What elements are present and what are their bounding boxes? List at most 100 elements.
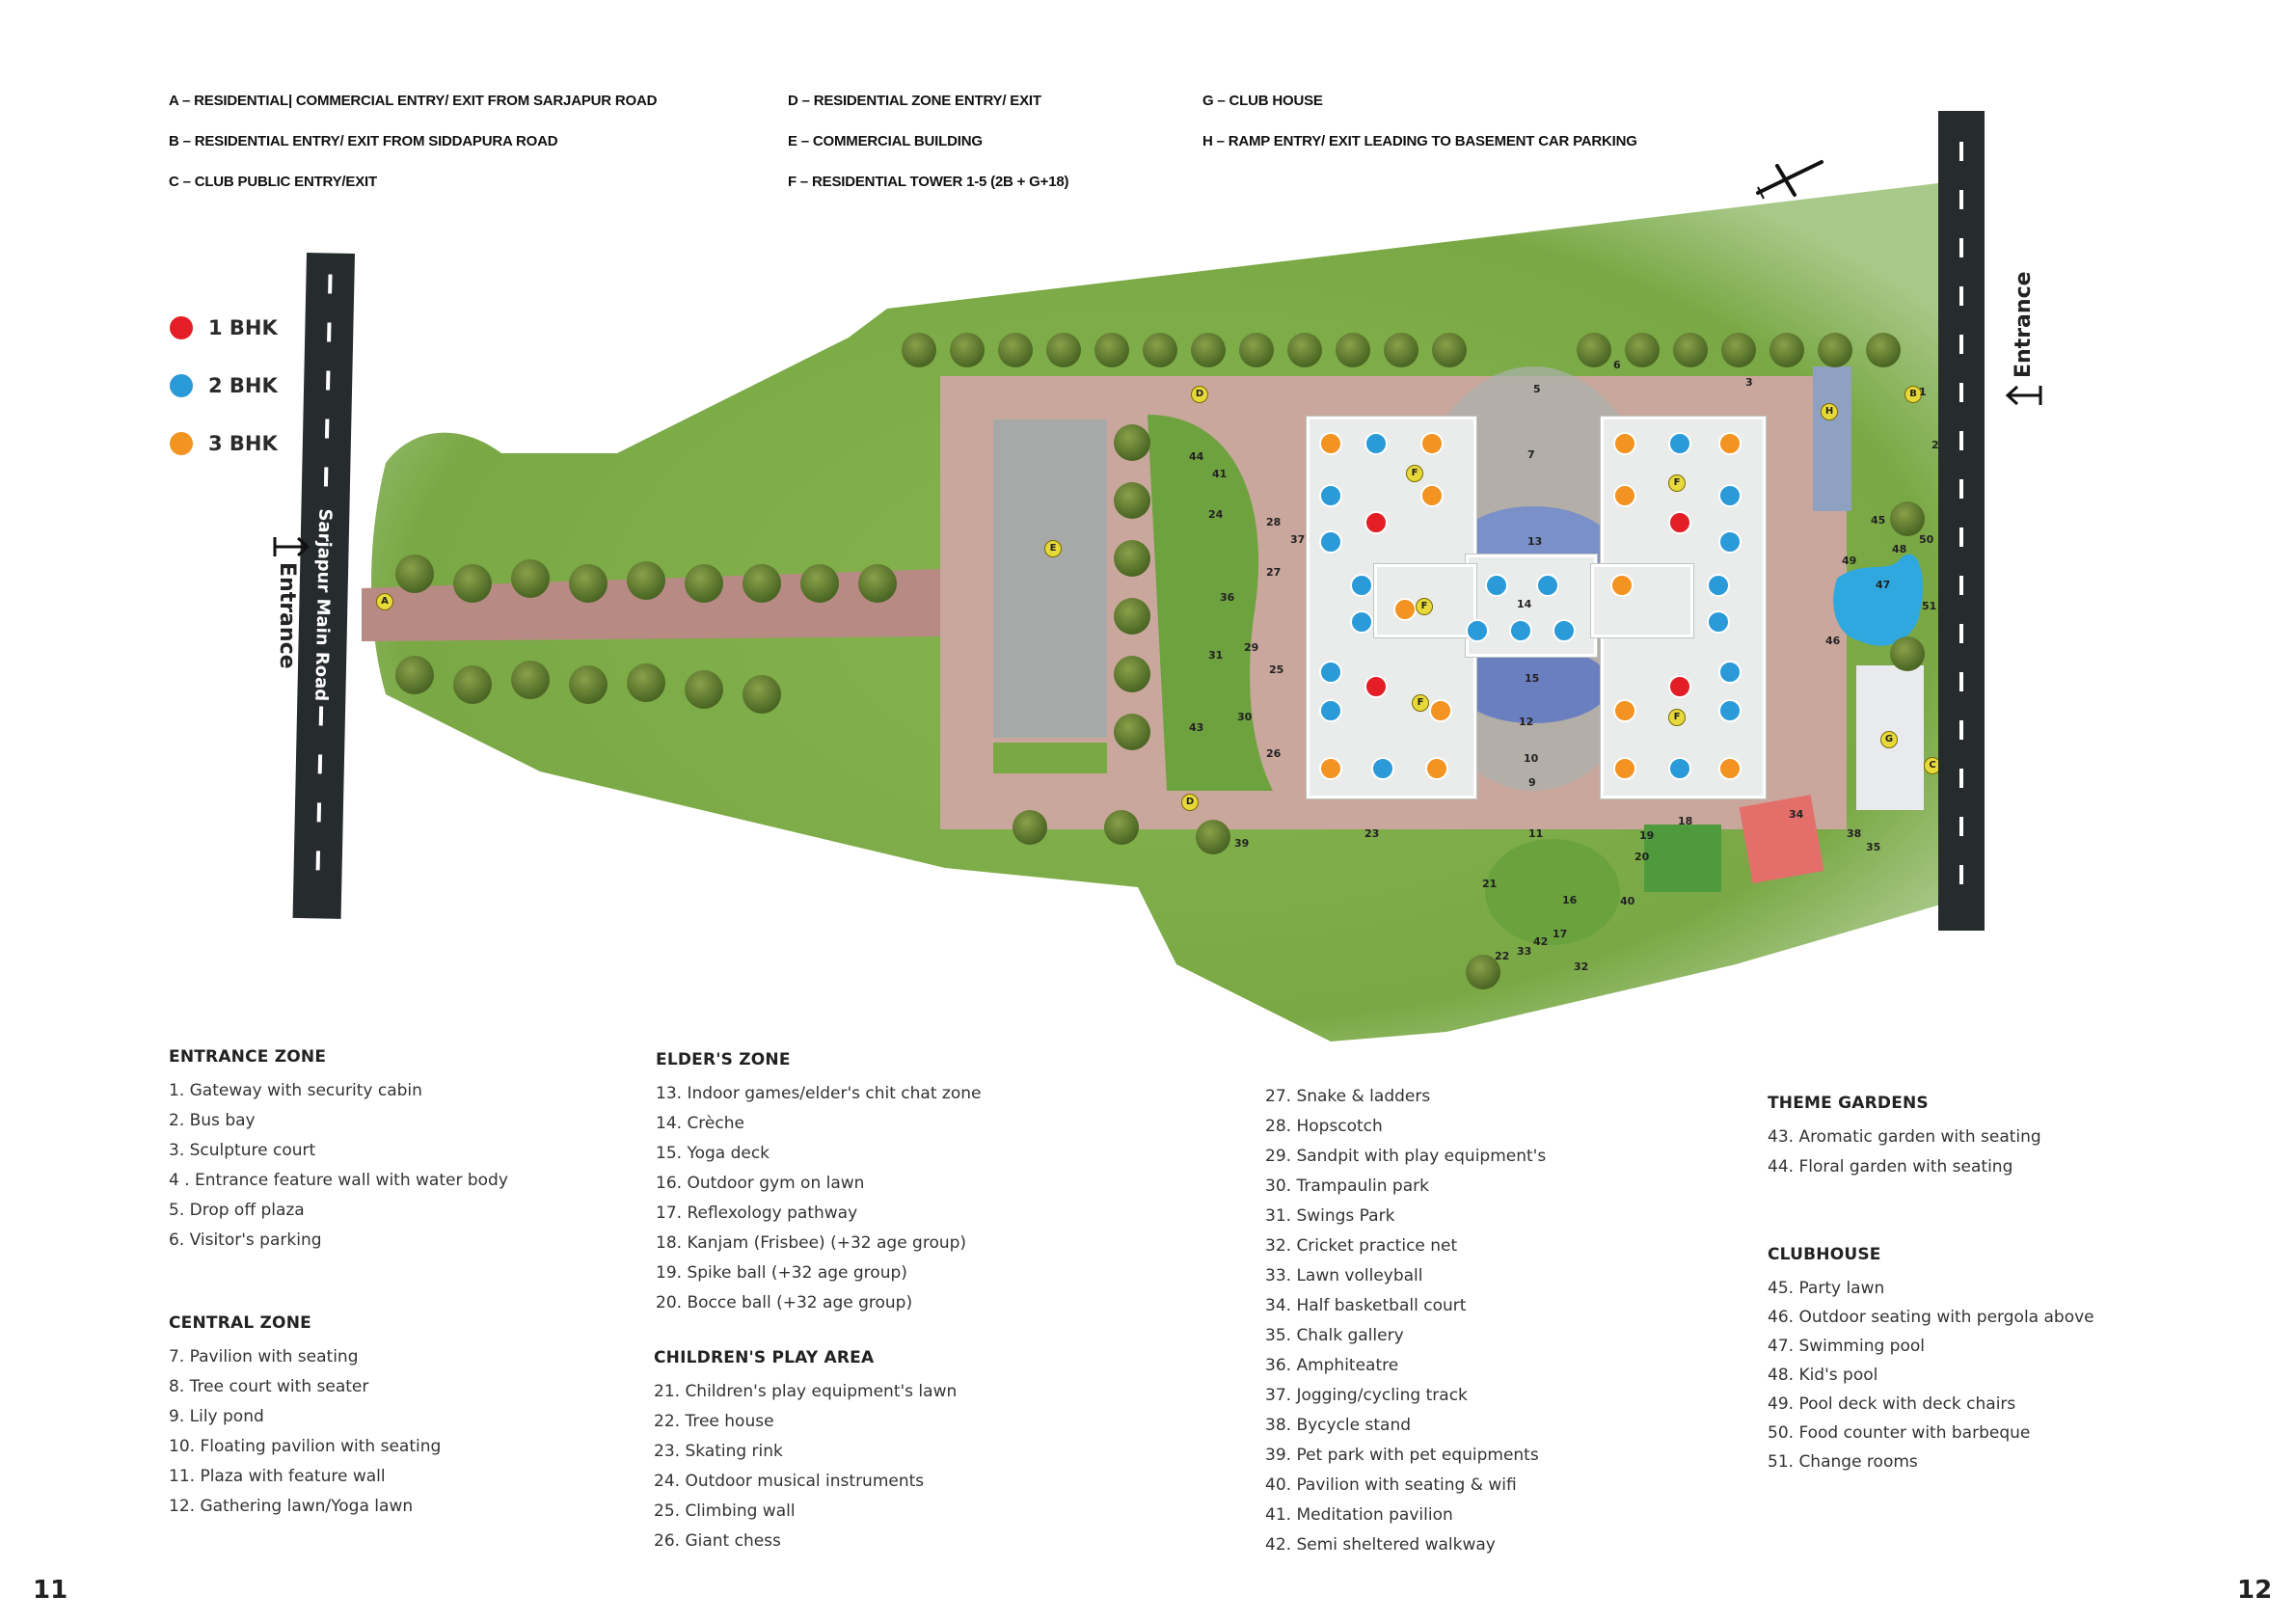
unit-2bhk[interactable] [1707, 610, 1730, 634]
amenity-26[interactable]: 26 [1266, 747, 1282, 760]
amenity-11[interactable]: 11 [1528, 827, 1544, 840]
amenity-34[interactable]: 34 [1789, 808, 1804, 821]
unit-2bhk[interactable] [1319, 484, 1342, 507]
amenity-28[interactable]: 28 [1266, 516, 1282, 528]
amenity-51[interactable]: 51 [1922, 600, 1937, 612]
marker-d[interactable]: D [1191, 386, 1208, 403]
amenity-44[interactable]: 44 [1189, 450, 1204, 463]
amenity-17[interactable]: 17 [1553, 928, 1568, 940]
amenity-14[interactable]: 14 [1517, 598, 1532, 610]
amenity-48[interactable]: 48 [1892, 543, 1907, 555]
unit-2bhk[interactable] [1319, 699, 1342, 722]
unit-2bhk[interactable] [1485, 574, 1508, 597]
amenity-29[interactable]: 29 [1244, 641, 1259, 654]
amenity-33[interactable]: 33 [1517, 945, 1532, 958]
amenity-24[interactable]: 24 [1208, 508, 1224, 521]
amenity-9[interactable]: 9 [1528, 776, 1536, 789]
unit-2bhk[interactable] [1371, 757, 1394, 780]
unit-3bhk[interactable] [1425, 757, 1448, 780]
amenity-41[interactable]: 41 [1212, 468, 1228, 480]
unit-2bhk[interactable] [1509, 619, 1532, 642]
marker-g[interactable]: G [1880, 731, 1898, 748]
unit-2bhk[interactable] [1319, 530, 1342, 554]
unit-3bhk[interactable] [1613, 432, 1636, 455]
unit-2bhk[interactable] [1718, 661, 1742, 684]
unit-2bhk[interactable] [1350, 574, 1373, 597]
amenity-39[interactable]: 39 [1234, 837, 1250, 850]
marker-f[interactable]: F [1412, 694, 1429, 712]
unit-3bhk[interactable] [1613, 699, 1636, 722]
amenity-43[interactable]: 43 [1189, 721, 1204, 734]
amenity-12[interactable]: 12 [1519, 716, 1534, 728]
marker-d[interactable]: D [1181, 794, 1199, 811]
amenity-21[interactable]: 21 [1482, 878, 1498, 890]
unit-3bhk[interactable] [1420, 484, 1444, 507]
unit-2bhk[interactable] [1536, 574, 1559, 597]
amenity-18[interactable]: 18 [1678, 815, 1693, 827]
unit-2bhk[interactable] [1718, 530, 1742, 554]
amenity-42[interactable]: 42 [1533, 935, 1549, 948]
amenity-50[interactable]: 50 [1919, 533, 1934, 546]
unit-2bhk[interactable] [1718, 699, 1742, 722]
amenity-36[interactable]: 36 [1220, 591, 1235, 604]
amenity-15[interactable]: 15 [1525, 672, 1540, 685]
unit-2bhk[interactable] [1718, 484, 1742, 507]
amenity-40[interactable]: 40 [1620, 895, 1635, 907]
amenity-35[interactable]: 35 [1866, 841, 1881, 853]
unit-1bhk[interactable] [1668, 675, 1691, 698]
amenity-20[interactable]: 20 [1634, 851, 1650, 863]
amenity-13[interactable]: 13 [1527, 535, 1543, 548]
amenity-46[interactable]: 46 [1825, 635, 1841, 647]
unit-2bhk[interactable] [1466, 619, 1489, 642]
unit-3bhk[interactable] [1718, 432, 1742, 455]
unit-3bhk[interactable] [1319, 757, 1342, 780]
unit-2bhk[interactable] [1350, 610, 1373, 634]
amenity-49[interactable]: 49 [1842, 555, 1857, 567]
amenity-19[interactable]: 19 [1639, 829, 1655, 842]
tower-wing-right[interactable] [1591, 564, 1693, 637]
amenity-27[interactable]: 27 [1266, 566, 1282, 579]
unit-1bhk[interactable] [1364, 511, 1388, 534]
unit-3bhk[interactable] [1319, 432, 1342, 455]
amenity-30[interactable]: 30 [1237, 711, 1253, 723]
marker-f[interactable]: F [1668, 474, 1686, 492]
amenity-16[interactable]: 16 [1562, 894, 1578, 906]
marker-b[interactable]: B [1904, 386, 1922, 403]
marker-h[interactable]: H [1821, 403, 1838, 420]
unit-2bhk[interactable] [1668, 432, 1691, 455]
amenity-47[interactable]: 47 [1876, 579, 1891, 591]
unit-3bhk[interactable] [1393, 598, 1417, 621]
unit-2bhk[interactable] [1707, 574, 1730, 597]
amenity-37[interactable]: 37 [1290, 533, 1306, 546]
unit-3bhk[interactable] [1613, 757, 1636, 780]
unit-3bhk[interactable] [1718, 757, 1742, 780]
unit-3bhk[interactable] [1613, 484, 1636, 507]
unit-2bhk[interactable] [1319, 661, 1342, 684]
unit-2bhk[interactable] [1553, 619, 1576, 642]
unit-1bhk[interactable] [1668, 511, 1691, 534]
amenity-10[interactable]: 10 [1524, 752, 1539, 765]
amenity-1[interactable]: 1 [1919, 386, 1927, 398]
unit-3bhk[interactable] [1610, 574, 1634, 597]
amenity-25[interactable]: 25 [1269, 663, 1284, 676]
tower-center[interactable] [1466, 555, 1597, 657]
unit-3bhk[interactable] [1429, 699, 1452, 722]
amenity-32[interactable]: 32 [1574, 960, 1589, 973]
amenity-23[interactable]: 23 [1364, 827, 1380, 840]
amenity-2[interactable]: 2 [1931, 439, 1939, 451]
amenity-45[interactable]: 45 [1871, 514, 1886, 527]
marker-f[interactable]: F [1668, 709, 1686, 726]
unit-2bhk[interactable] [1668, 757, 1691, 780]
amenity-3[interactable]: 3 [1745, 376, 1753, 389]
marker-a[interactable]: A [376, 593, 393, 610]
marker-f[interactable]: F [1416, 598, 1433, 615]
marker-f[interactable]: F [1406, 465, 1423, 482]
unit-2bhk[interactable] [1364, 432, 1388, 455]
amenity-31[interactable]: 31 [1208, 649, 1224, 662]
amenity-22[interactable]: 22 [1495, 950, 1510, 962]
marker-e[interactable]: E [1044, 540, 1062, 557]
amenity-5[interactable]: 5 [1533, 383, 1541, 395]
amenity-6[interactable]: 6 [1613, 359, 1621, 371]
amenity-7[interactable]: 7 [1527, 448, 1535, 461]
unit-1bhk[interactable] [1364, 675, 1388, 698]
